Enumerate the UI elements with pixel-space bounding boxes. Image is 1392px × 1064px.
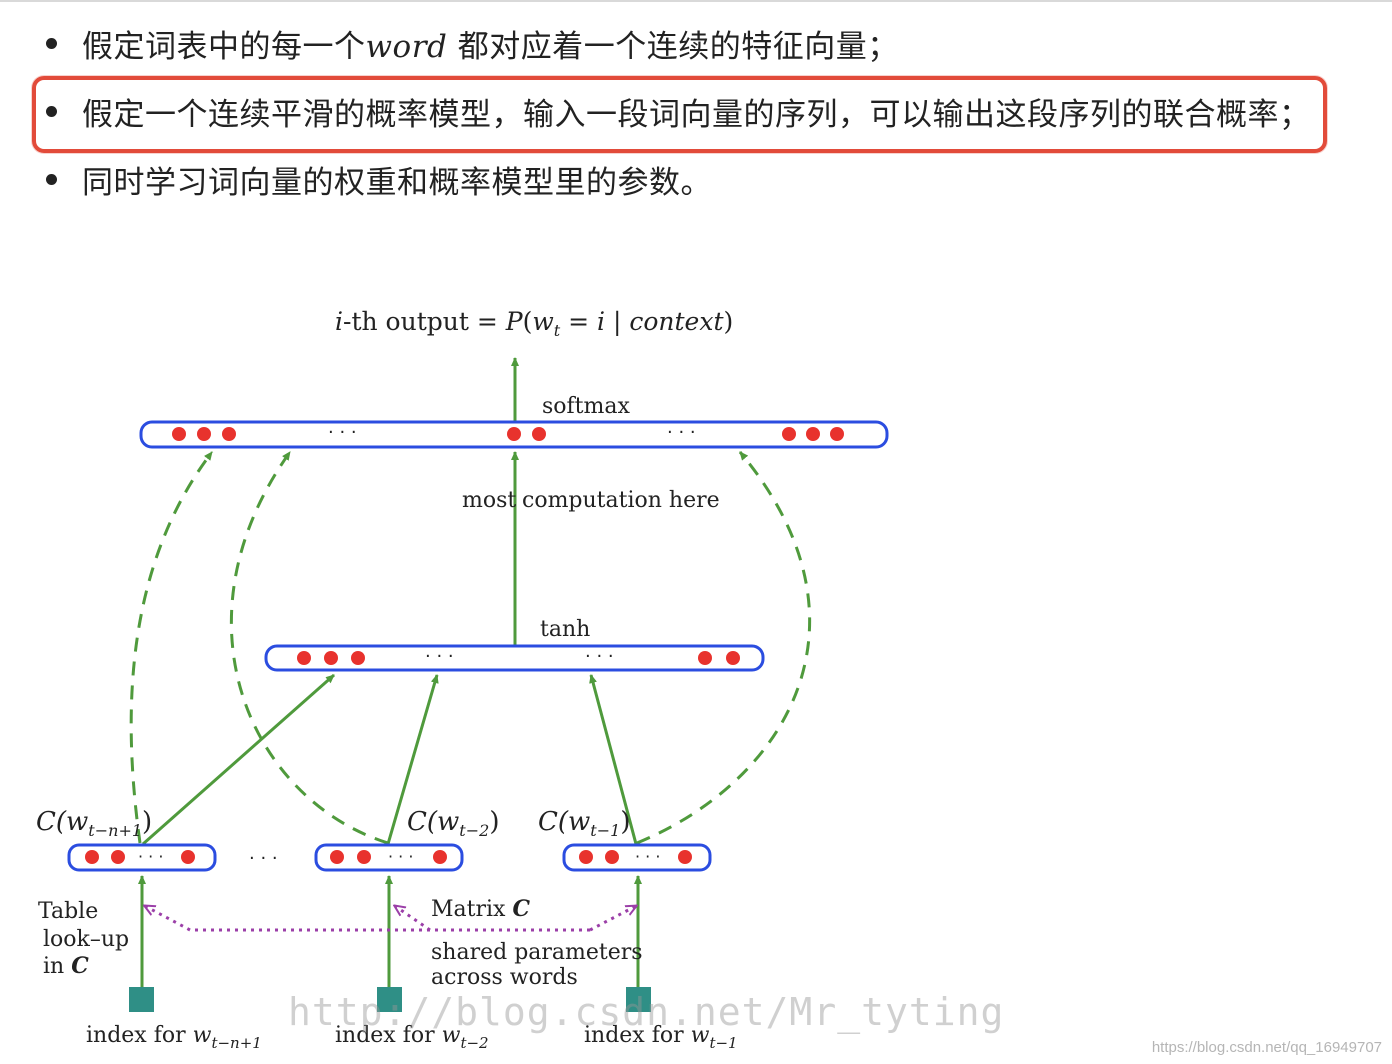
embedding-box-2 [314,843,464,872]
tanh-layer [264,644,765,672]
embedding-3-ellipsis: · · · [635,847,660,866]
computation-label: computation here [522,488,720,513]
output-title: i-th output = P(wt = i | context) [335,307,733,340]
neuron [579,850,593,864]
across-words-label: across words [431,965,578,990]
bullet-1-pre: 假定词表中的每一个 [82,28,366,65]
neuron [197,427,211,441]
embedding-1-ellipsis: · · · [138,847,163,866]
bullet-dot [46,105,57,117]
softmax-ellipsis-right: · · · [667,422,696,443]
index-label-3: index for wt−1 [584,1023,738,1052]
bullet-dot [46,37,57,49]
most-label: most [462,488,516,513]
table-label: Table [38,899,98,924]
highlight-box [32,76,1327,153]
index-label-2: index for wt−2 [335,1023,489,1052]
dashed-arrow-c1-to-softmax [129,451,214,844]
shared-arrow-to-c2 [395,906,431,932]
neuron [678,850,692,864]
softmax-label: softmax [542,394,630,419]
tanh-label: tanh [540,617,590,642]
neuron [324,651,338,665]
c2-label: C(wt−2) [407,807,499,840]
embedding-box-1 [67,843,217,872]
arrow-c3-to-tanh [589,674,638,845]
neuron [830,427,844,441]
neuron [605,850,619,864]
matrix-c-label: Matrix C [431,896,530,922]
neuron [330,850,344,864]
tanh-ellipsis-right: · · · [585,646,614,667]
bullet-3-text: 同时学习词向量的权重和概率模型里的参数。 [82,164,712,201]
neuron [433,850,447,864]
shared-arrow-to-c1 [145,906,590,932]
neuron [297,651,311,665]
arrow-c1-to-tanh [142,673,335,846]
direct-connections [129,451,812,845]
index-square-2 [377,987,402,1012]
bullet-item-2: 假定一个连续平滑的概率模型，输入一段词向量的序列，可以输出这段序列的联合概率； [40,86,1311,136]
neuron [726,651,740,665]
index-square-3 [626,987,651,1012]
softmax-neurons [172,427,844,441]
between-embeddings-ellipsis: · · · [249,848,278,869]
embedding-box-3 [562,843,712,872]
dashed-arrow-c2-to-softmax [229,451,389,845]
embedding-neurons [85,850,692,864]
credit-watermark: https://blog.csdn.net/qq_16949707 [1151,1039,1382,1056]
neuron [532,427,546,441]
in-c-label: in C [43,953,89,979]
bullet-dot [46,173,57,185]
neuron [181,850,195,864]
bullet-item-1: 假定词表中的每一个word 都对应着一个连续的特征向量； [40,18,899,68]
bullet-1-post: 都对应着一个连续的特征向量； [447,28,899,65]
tanh-ellipsis-left: · · · [425,646,454,667]
lookup-label: look–up [43,927,129,952]
neuron [222,427,236,441]
shared-parameters-label: shared parameters [431,940,643,965]
neuron [351,651,365,665]
neuron [111,850,125,864]
c3-label: C(wt−1) [538,807,630,840]
tanh-neurons [297,651,740,665]
bullet-item-3: 同时学习词向量的权重和概率模型里的参数。 [40,154,712,204]
arrow-c2-to-tanh [386,674,439,845]
c1-label: C(wt−n+1) [36,807,152,840]
neuron [698,651,712,665]
index-label-1: index for wt−n+1 [86,1023,262,1052]
watermark: http://blog.csdn.net/Mr_tyting [288,990,1005,1034]
neuron [806,427,820,441]
top-divider [0,0,1392,2]
neuron [782,427,796,441]
neuron [172,427,186,441]
embedding-to-tanh-arrows [142,673,638,846]
shared-arrow-to-c3 [589,906,636,932]
bullet-1-word: word [365,28,448,65]
lookup-arrows [138,875,642,988]
embedding-2-ellipsis: · · · [388,847,413,866]
bullet-1-text: 假定词表中的每一个word 都对应着一个连续的特征向量； [82,21,899,66]
bullet-2-text: 假定一个连续平滑的概率模型，输入一段词向量的序列，可以输出这段序列的联合概率； [82,96,1311,133]
index-square-1 [129,987,154,1012]
shared-parameter-arrows [145,906,636,932]
neuron [507,427,521,441]
softmax-ellipsis-left: · · · [328,422,357,443]
neuron [85,850,99,864]
neuron [357,850,371,864]
